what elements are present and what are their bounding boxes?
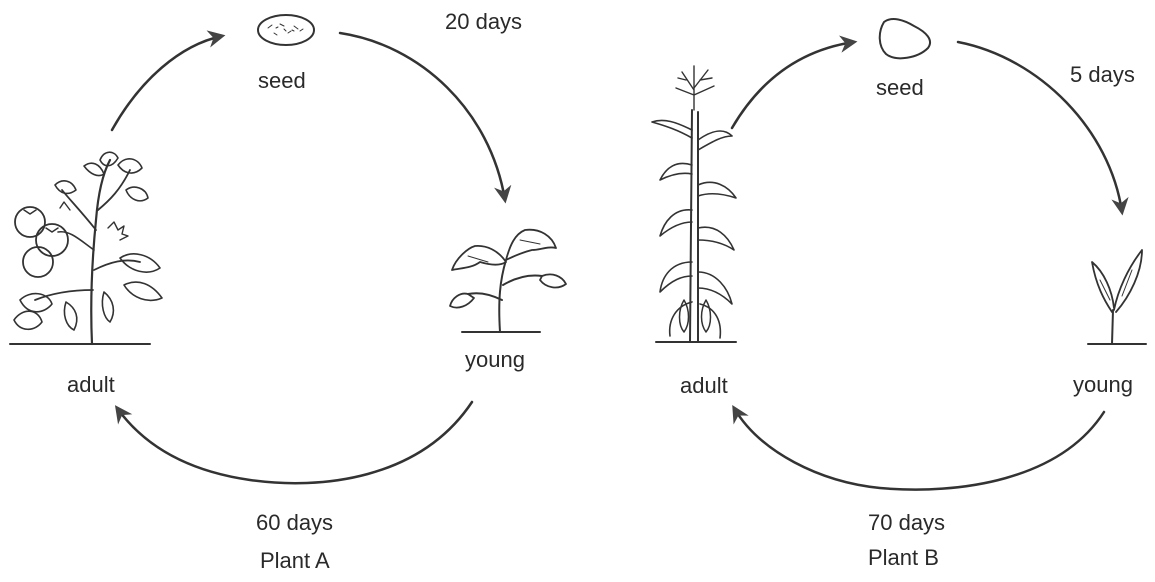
plant-a-caption: Plant A — [260, 548, 330, 574]
bean-seedling-icon — [450, 230, 566, 332]
plant-b-caption: Plant B — [868, 545, 939, 571]
plant-a-seed-to-young-duration: 20 days — [445, 9, 522, 35]
arrow-b-young-to-adult — [734, 408, 1104, 490]
corn-kernel-icon — [880, 19, 930, 58]
arrow-a-young-to-adult — [117, 402, 472, 483]
arrow-a-seed-to-young — [340, 33, 505, 200]
corn-sprout-icon — [1088, 250, 1146, 344]
tomato-plant-icon — [10, 152, 162, 344]
plant-a-young-to-adult-duration: 60 days — [256, 510, 333, 536]
plant-a-seed-label: seed — [258, 68, 306, 94]
oval-seed-icon — [258, 15, 314, 45]
plant-b-seed-label: seed — [876, 75, 924, 101]
plant-b-young-label: young — [1073, 372, 1133, 398]
plant-b-seed-to-young-duration: 5 days — [1070, 62, 1135, 88]
plant-a-young-label: young — [465, 347, 525, 373]
plant-a-adult-label: adult — [67, 372, 115, 398]
arrow-b-adult-to-seed — [732, 42, 854, 128]
corn-stalk-icon — [652, 66, 736, 342]
plant-b-young-to-adult-duration: 70 days — [868, 510, 945, 536]
plant-b-adult-label: adult — [680, 373, 728, 399]
arrow-a-adult-to-seed — [112, 36, 222, 130]
